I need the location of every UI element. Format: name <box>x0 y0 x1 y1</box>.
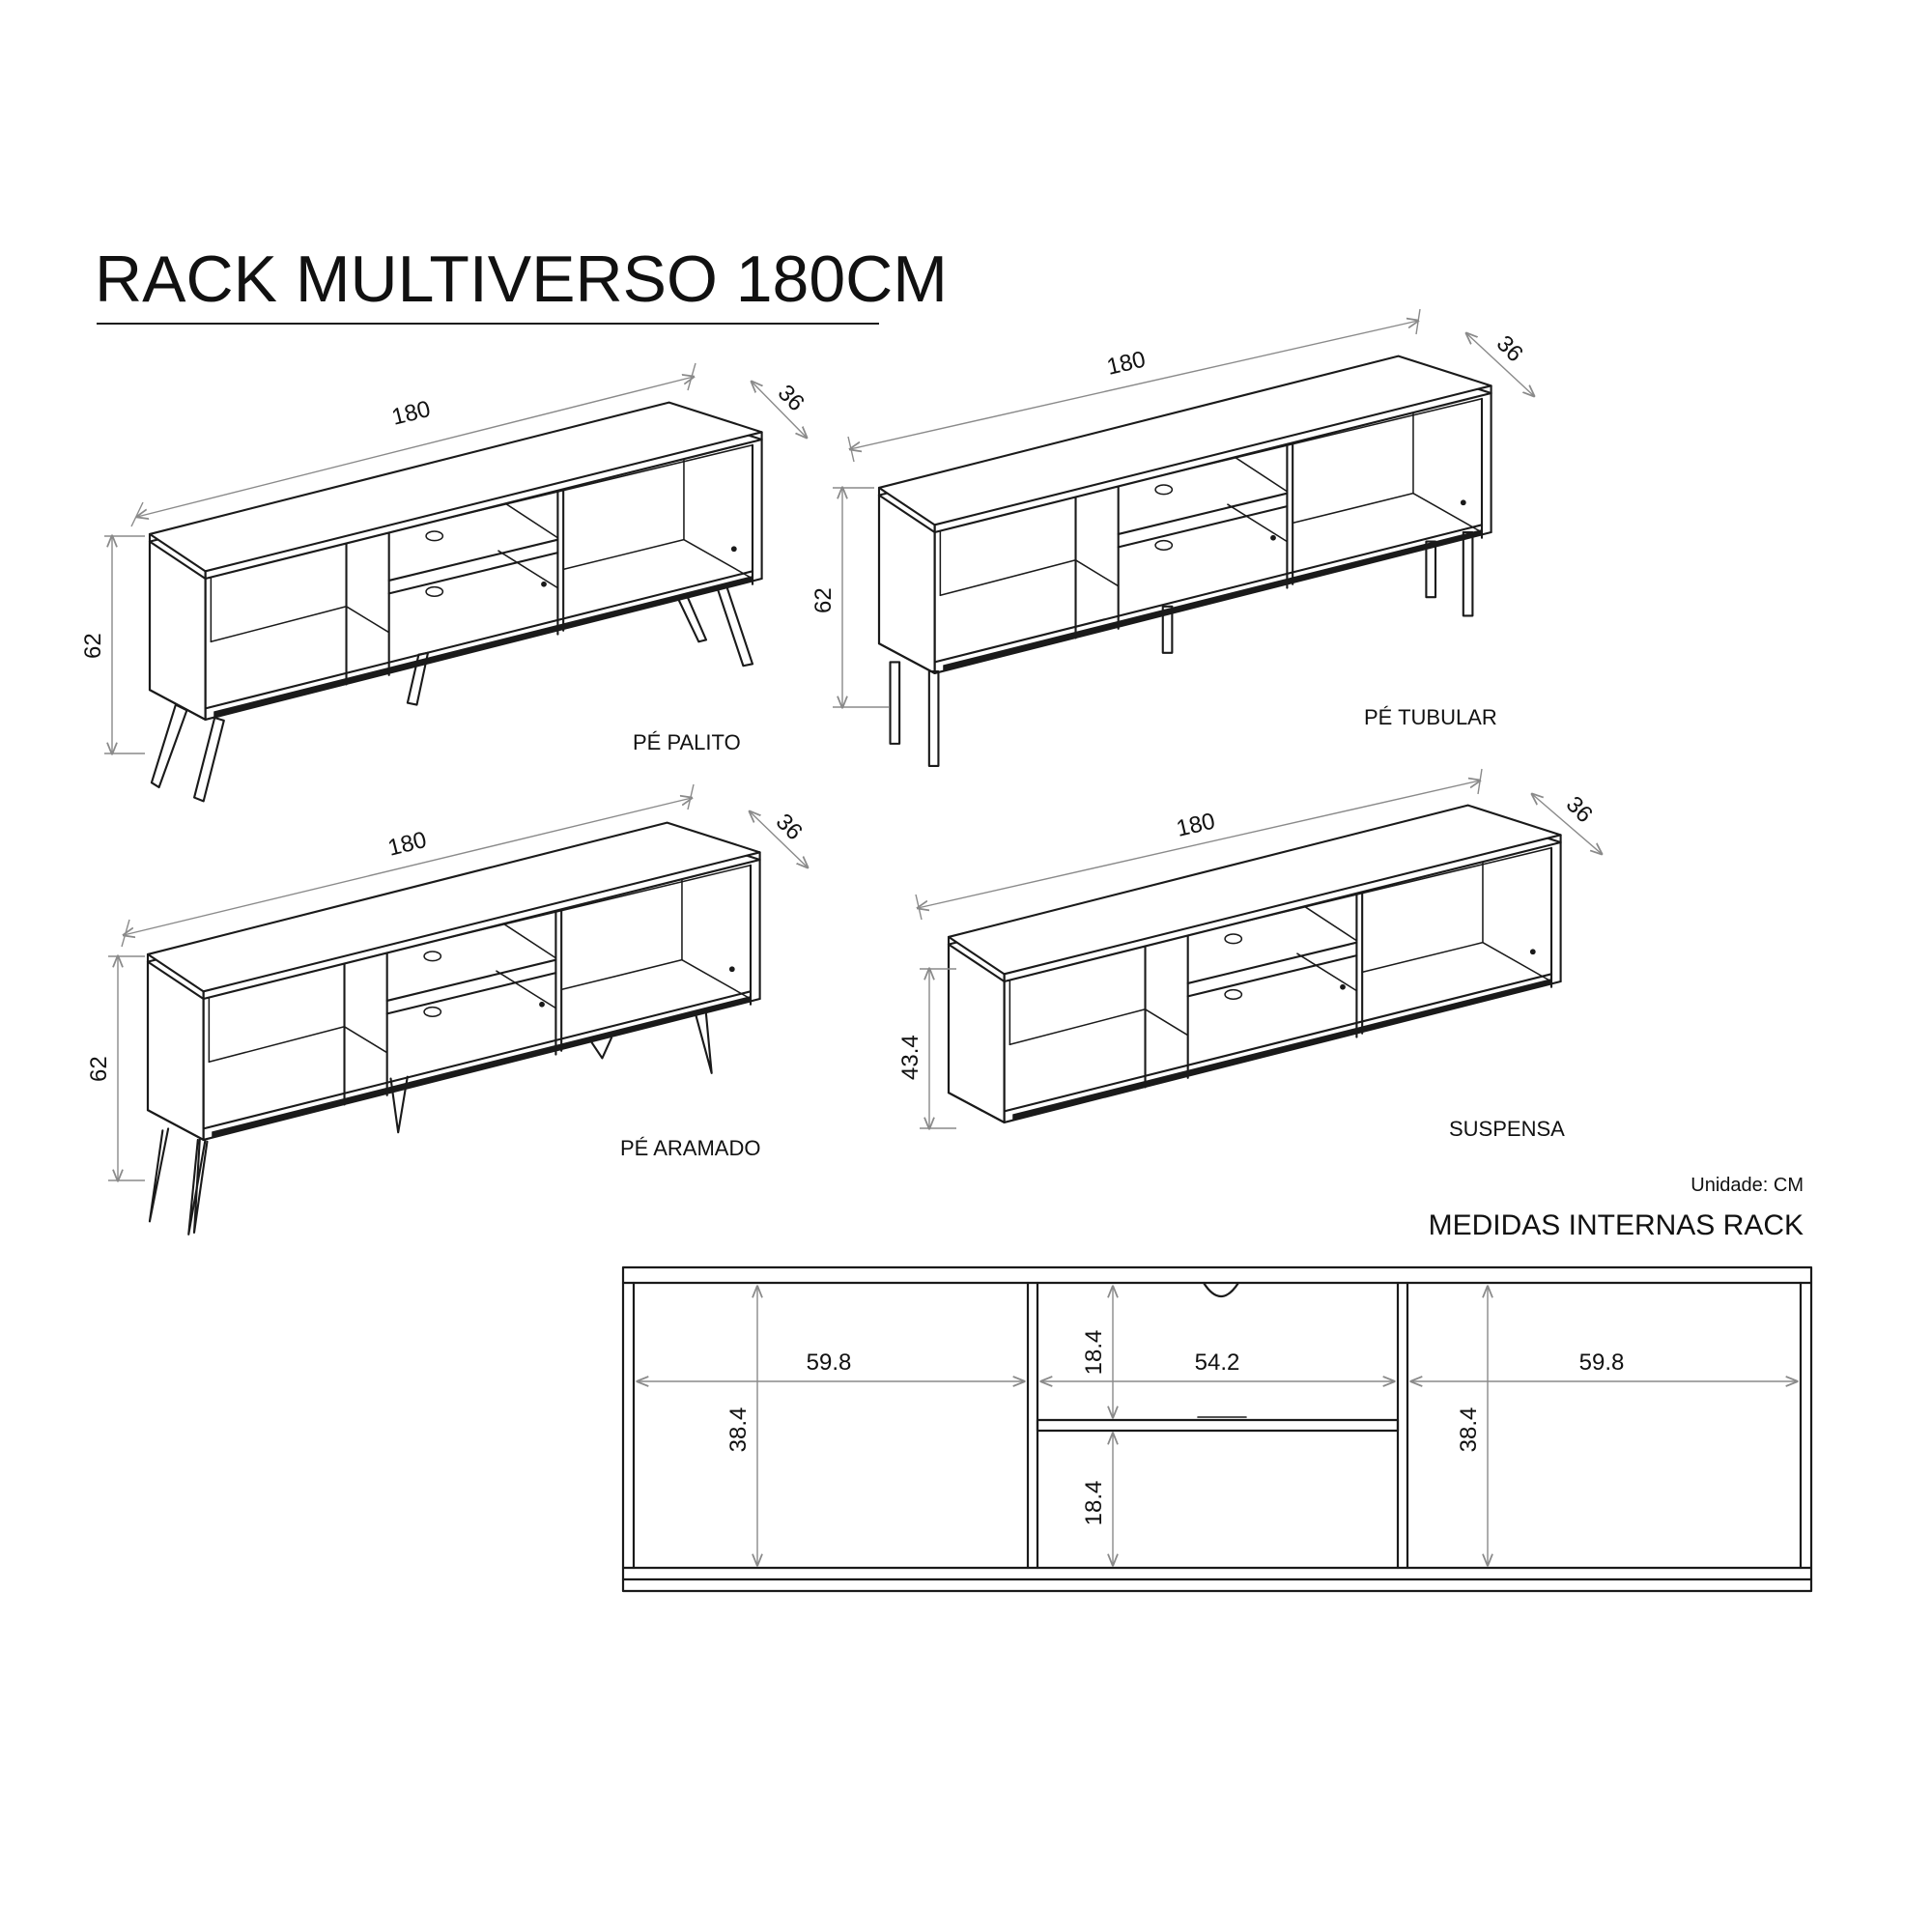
width-dimension-label: 180 <box>1174 809 1217 842</box>
left-niche-width-label: 59.8 <box>807 1350 852 1376</box>
width-dimension-label: 180 <box>1104 347 1148 381</box>
width-dimension-label: 180 <box>389 396 433 431</box>
height-dimension-label: 43.4 <box>897 1035 923 1080</box>
height-dimension-label: 62 <box>80 633 106 659</box>
center-niche-width-label: 54.2 <box>1195 1350 1240 1376</box>
rack-variant-pe-tubular: 180 36 62 PÉ TUBULAR <box>810 308 1534 767</box>
variant-label: SUSPENSA <box>1449 1117 1565 1141</box>
width-dimension-label: 180 <box>385 827 429 862</box>
height-dimension-label: 62 <box>86 1056 112 1082</box>
internal-front-view <box>621 1265 1813 1593</box>
depth-dimension-label: 36 <box>1561 791 1598 828</box>
depth-dimension-label: 36 <box>771 809 808 845</box>
right-niche-height-label: 38.4 <box>1456 1407 1482 1453</box>
height-dimension-label: 62 <box>810 587 837 613</box>
unit-note: Unidade: CM <box>1690 1175 1804 1196</box>
rack-variant-pe-aramado: 180 36 62 PÉ ARAMADO <box>86 783 808 1236</box>
internal-measures-title: MEDIDAS INTERNAS RACK <box>1429 1209 1804 1241</box>
left-niche-height-label: 38.4 <box>725 1407 752 1453</box>
internal-dimensions: 59.8 38.4 54.2 18.4 18.4 59.8 38.4 <box>638 1287 1797 1565</box>
variant-label: PÉ TUBULAR <box>1364 705 1497 729</box>
variant-label: PÉ ARAMADO <box>620 1136 760 1160</box>
center-upper-height-label: 18.4 <box>1081 1330 1107 1376</box>
page-title: RACK MULTIVERSO 180CM <box>95 242 948 316</box>
variant-label: PÉ PALITO <box>633 730 741 754</box>
rack-variant-pe-palito: 180 36 62 PÉ PALITO <box>80 362 810 803</box>
depth-dimension-label: 36 <box>773 380 810 416</box>
right-niche-width-label: 59.8 <box>1579 1350 1625 1376</box>
center-lower-height-label: 18.4 <box>1081 1481 1107 1526</box>
rack-variant-suspensa: 180 36 43.4 SUSPENSA <box>897 768 1602 1141</box>
